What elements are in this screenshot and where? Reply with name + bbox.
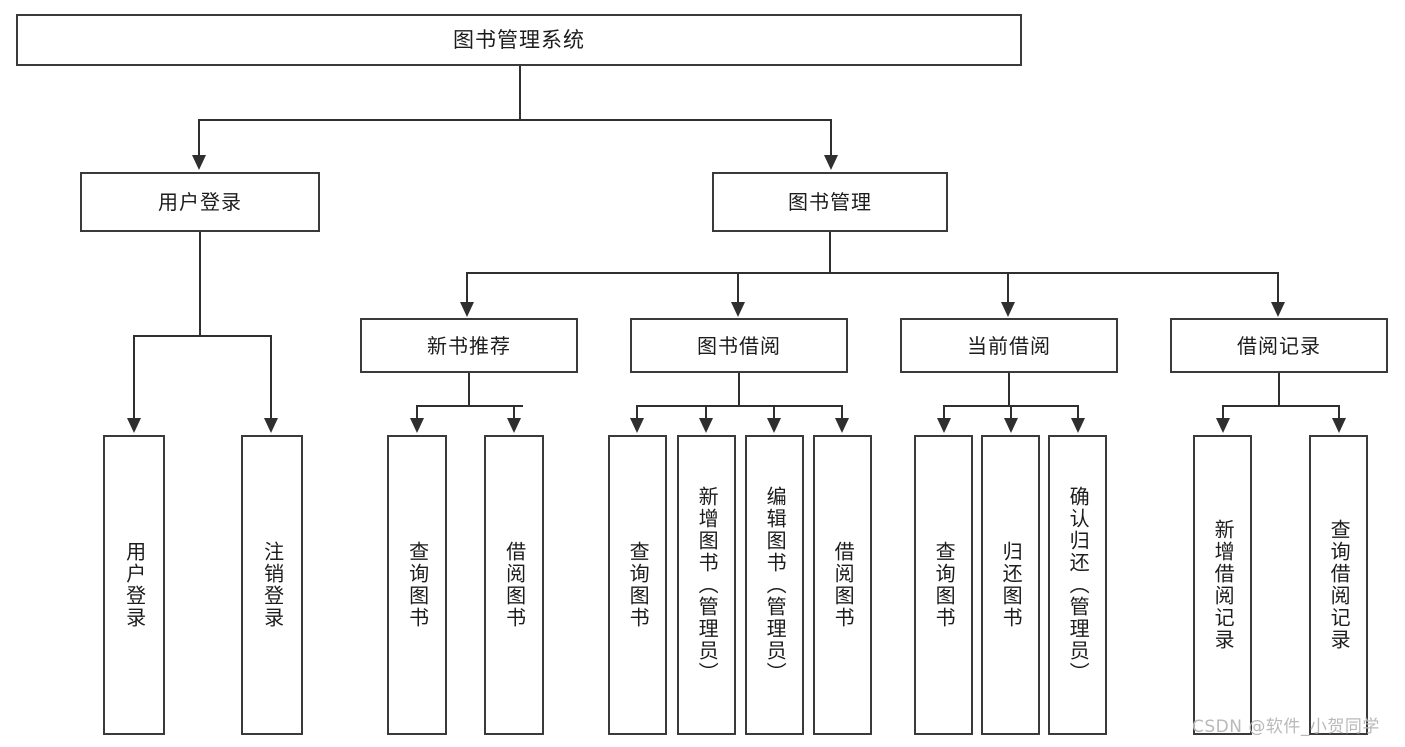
leaf-label: 编辑图书（管理员） — [763, 486, 788, 684]
arrow-borrow-record-to-leaf-2 — [1332, 418, 1346, 433]
edge-book-mgmt-bus — [466, 272, 1278, 274]
leaf-current-borrow-return[interactable]: 归还图书 — [981, 435, 1040, 735]
edge-borrow-record-bus — [1222, 405, 1339, 407]
edge-user-login-stem — [199, 232, 201, 336]
arrow-new-book-to-leaf-2 — [507, 418, 521, 433]
edge-book-mgmt-to-lvl3-3 — [1007, 272, 1009, 304]
edge-book-mgmt-stem — [829, 232, 831, 274]
edge-current-borrow-to-leaf-3 — [1077, 405, 1079, 420]
arrow-current-borrow-to-leaf-2 — [1004, 418, 1018, 433]
arrow-book-mgmt-to-lvl3-3 — [1001, 302, 1015, 317]
edge-new-book-bus — [416, 405, 523, 407]
leaf-label: 新增借阅记录 — [1211, 519, 1236, 651]
leaf-user-login-logout[interactable]: 注销登录 — [241, 435, 303, 735]
arrow-book-mgmt-to-lvl3-1 — [460, 302, 474, 317]
arrow-borrow-record-to-leaf-1 — [1216, 418, 1230, 433]
arrow-current-borrow-to-leaf-1 — [937, 418, 951, 433]
edge-book-borrow-to-leaf-4 — [841, 405, 843, 420]
edge-root-stem — [519, 66, 521, 120]
edge-user-login-bus — [133, 335, 271, 337]
node-user-login[interactable]: 用户登录 — [80, 172, 320, 232]
arrow-root-to-user-login — [192, 155, 206, 170]
leaf-current-borrow-query[interactable]: 查询图书 — [914, 435, 973, 735]
edge-book-borrow-stem — [738, 373, 740, 406]
edge-book-mgmt-to-lvl3-4 — [1277, 272, 1279, 304]
leaf-current-borrow-confirm-return[interactable]: 确认归还（管理员） — [1048, 435, 1107, 735]
leaf-label: 新增图书（管理员） — [695, 486, 720, 684]
arrow-user-login-to-leaf-1 — [127, 418, 141, 433]
node-book-borrow[interactable]: 图书借阅 — [630, 318, 848, 373]
arrow-book-mgmt-to-lvl3-4 — [1271, 302, 1285, 317]
edge-book-borrow-to-leaf-3 — [773, 405, 775, 420]
node-label: 用户登录 — [158, 190, 242, 214]
leaf-label: 查询借阅记录 — [1327, 519, 1352, 651]
edge-root-bus — [198, 119, 832, 121]
arrow-book-borrow-to-leaf-2 — [699, 418, 713, 433]
edge-current-borrow-to-leaf-1 — [943, 405, 945, 420]
node-label: 图书管理 — [788, 190, 872, 214]
leaf-book-borrow-query[interactable]: 查询图书 — [608, 435, 667, 735]
leaf-borrow-record-add[interactable]: 新增借阅记录 — [1193, 435, 1252, 735]
leaf-label: 查询图书 — [626, 541, 651, 629]
edge-user-login-to-leaf-2 — [270, 335, 272, 420]
leaf-label: 归还图书 — [999, 541, 1024, 629]
arrow-book-borrow-to-leaf-4 — [835, 418, 849, 433]
node-borrow-record[interactable]: 借阅记录 — [1170, 318, 1388, 373]
arrow-root-to-book-mgmt — [824, 155, 838, 170]
leaf-label: 查询图书 — [932, 541, 957, 629]
node-book-management[interactable]: 图书管理 — [712, 172, 948, 232]
leaf-new-book-borrow[interactable]: 借阅图书 — [484, 435, 544, 735]
node-label: 当前借阅 — [967, 333, 1051, 358]
leaf-book-borrow-borrow[interactable]: 借阅图书 — [813, 435, 872, 735]
arrow-user-login-to-leaf-2 — [264, 418, 278, 433]
node-new-book-recommend[interactable]: 新书推荐 — [360, 318, 578, 373]
edge-book-borrow-to-leaf-2 — [705, 405, 707, 420]
arrow-book-borrow-to-leaf-1 — [630, 418, 644, 433]
edge-borrow-record-to-leaf-1 — [1222, 405, 1224, 420]
leaf-label: 用户登录 — [122, 541, 147, 629]
leaf-new-book-query[interactable]: 查询图书 — [387, 435, 447, 735]
edge-new-book-to-leaf-2 — [513, 405, 515, 420]
edge-book-mgmt-to-lvl3-1 — [466, 272, 468, 304]
leaf-book-borrow-edit[interactable]: 编辑图书（管理员） — [745, 435, 804, 735]
leaf-label: 确认归还（管理员） — [1066, 486, 1091, 684]
edge-root-to-book-mgmt — [830, 119, 832, 157]
leaf-borrow-record-query[interactable]: 查询借阅记录 — [1309, 435, 1368, 735]
leaf-book-borrow-add[interactable]: 新增图书（管理员） — [677, 435, 736, 735]
leaf-label: 借阅图书 — [831, 541, 856, 629]
edge-book-mgmt-to-lvl3-2 — [737, 272, 739, 304]
edge-current-borrow-stem — [1008, 373, 1010, 406]
edge-book-borrow-bus — [636, 405, 843, 407]
leaf-label: 注销登录 — [260, 541, 285, 629]
edge-book-borrow-to-leaf-1 — [636, 405, 638, 420]
leaf-label: 借阅图书 — [502, 541, 527, 629]
node-label: 新书推荐 — [427, 333, 511, 358]
leaf-label: 查询图书 — [405, 541, 430, 629]
arrow-current-borrow-to-leaf-3 — [1071, 418, 1085, 433]
node-label: 借阅记录 — [1237, 333, 1321, 358]
arrow-new-book-to-leaf-1 — [410, 418, 424, 433]
edge-borrow-record-stem — [1278, 373, 1280, 406]
edge-user-login-to-leaf-1 — [133, 335, 135, 420]
edge-new-book-to-leaf-1 — [416, 405, 418, 420]
node-root-system[interactable]: 图书管理系统 — [16, 14, 1022, 66]
arrow-book-mgmt-to-lvl3-2 — [731, 302, 745, 317]
edge-borrow-record-to-leaf-2 — [1338, 405, 1340, 420]
leaf-user-login-login[interactable]: 用户登录 — [103, 435, 165, 735]
node-current-borrow[interactable]: 当前借阅 — [900, 318, 1118, 373]
node-label: 图书管理系统 — [453, 27, 585, 52]
edge-new-book-stem — [468, 373, 470, 406]
node-label: 图书借阅 — [697, 333, 781, 358]
arrow-book-borrow-to-leaf-3 — [767, 418, 781, 433]
edge-current-borrow-to-leaf-2 — [1010, 405, 1012, 420]
edge-root-to-user-login — [198, 119, 200, 157]
